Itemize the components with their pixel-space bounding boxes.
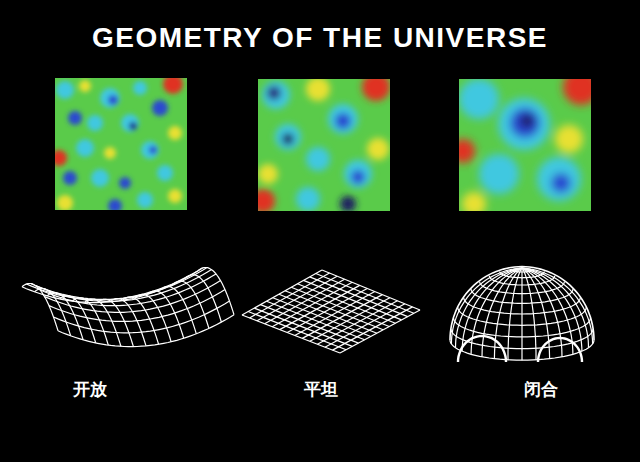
grid-line	[295, 292, 375, 336]
grid-line	[317, 301, 397, 344]
title: GEOMETRY OF THE UNIVERSE	[92, 22, 548, 54]
grid-line	[31, 268, 207, 300]
sphere-surface	[450, 267, 594, 362]
grid-line	[494, 268, 522, 359]
cmb-map	[51, 74, 187, 213]
cmb-map	[251, 73, 390, 213]
grid-line	[58, 315, 234, 347]
flat-surface	[242, 270, 420, 353]
geometry-label: 开放	[73, 378, 107, 401]
grid-line	[173, 281, 209, 328]
grid-line	[287, 289, 367, 333]
cmb-map	[451, 69, 599, 216]
grid-line	[456, 268, 523, 348]
grid-line	[538, 338, 582, 362]
grid-line	[508, 268, 522, 360]
grid-line	[333, 307, 413, 350]
grid-line	[302, 295, 382, 339]
grid-line	[250, 273, 330, 318]
grid-line	[160, 287, 196, 334]
grid-line	[458, 336, 506, 362]
geometry-label: 平坦	[304, 378, 338, 401]
grid-line	[40, 274, 216, 306]
grid-line	[451, 268, 522, 344]
grid-line	[522, 268, 536, 360]
grid-line	[257, 276, 337, 321]
grid-line	[280, 285, 360, 329]
geometry-label: 闭合	[524, 378, 558, 401]
grid-line	[521, 268, 522, 360]
grid-line	[310, 298, 390, 342]
grid-line	[325, 304, 405, 347]
grid-line	[45, 281, 221, 313]
grid-line	[54, 301, 230, 333]
grid-line	[242, 270, 322, 315]
grid-line	[340, 310, 420, 353]
grid-line	[265, 279, 345, 324]
grid-line	[36, 270, 212, 302]
grid-line	[272, 282, 352, 326]
saddle-surface	[22, 268, 234, 347]
grid-line	[97, 299, 133, 346]
